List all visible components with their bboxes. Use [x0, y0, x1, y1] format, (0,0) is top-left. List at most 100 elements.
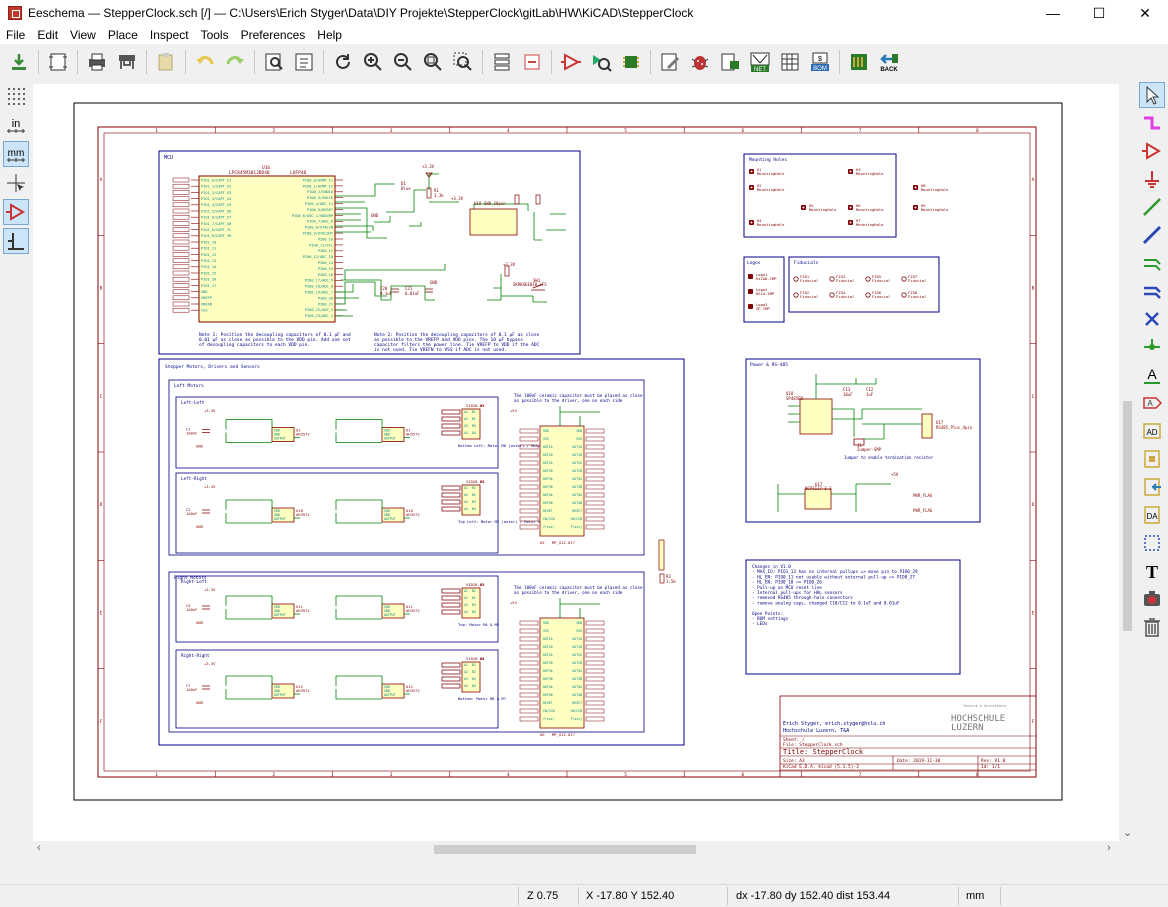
driver-pin-label: OUT1A: [543, 445, 553, 449]
horizontal-scroll-thumb[interactable]: [434, 845, 696, 854]
generate-netlist-icon[interactable]: NET: [747, 49, 773, 75]
menu-inspect[interactable]: Inspect: [149, 28, 189, 42]
find-icon[interactable]: [261, 49, 287, 75]
add-hier-sheet-icon[interactable]: [1139, 446, 1165, 472]
border-number-top: 8: [976, 128, 979, 134]
delete-icon[interactable]: [1139, 614, 1165, 640]
border-letter-right: C: [1032, 394, 1035, 400]
zoom-selection-icon[interactable]: [450, 49, 476, 75]
motor-caption: Bottom Left: Motor M0 (outer) / Motor M1…: [458, 443, 568, 448]
led-resistor-val: 3.3k: [434, 193, 444, 198]
motor-group-title: Left-Left: [181, 400, 205, 406]
find-replace-icon[interactable]: [291, 49, 317, 75]
symbol-editor-icon[interactable]: [558, 49, 584, 75]
redo-icon[interactable]: [222, 49, 248, 75]
footprint-editor-icon[interactable]: [618, 49, 644, 75]
add-symbol-icon[interactable]: [1139, 138, 1165, 164]
zoom-out-icon[interactable]: [390, 49, 416, 75]
add-hier-label-icon[interactable]: AD: [1139, 418, 1165, 444]
inch-units-button[interactable]: in: [3, 112, 29, 138]
driver-pin-label: OUT3B: [572, 485, 582, 489]
leave-sheet-icon[interactable]: [519, 49, 545, 75]
back-annotate-icon[interactable]: BACK: [876, 49, 902, 75]
select-arrow-icon[interactable]: [1139, 82, 1165, 108]
menu-preferences[interactable]: Preferences: [240, 28, 306, 42]
hidden-pins-icon[interactable]: [3, 199, 29, 225]
import-sheet-pin-icon[interactable]: [1139, 474, 1165, 500]
scroll-right-arrow-icon[interactable]: ›: [1107, 842, 1111, 854]
no-connect-icon[interactable]: [1139, 306, 1165, 332]
highlight-net-icon[interactable]: [1139, 110, 1165, 136]
open-pcbnew-icon[interactable]: [846, 49, 872, 75]
right-motors-box: [168, 571, 645, 733]
menu-file[interactable]: File: [6, 28, 26, 42]
eeschema-app-icon: [8, 6, 22, 20]
refresh-icon[interactable]: [330, 49, 356, 75]
hierarchy-navigator-icon[interactable]: [489, 49, 515, 75]
add-bus-icon[interactable]: [1139, 222, 1165, 248]
save-icon[interactable]: [6, 49, 32, 75]
generate-bom-icon[interactable]: $BOM: [807, 49, 833, 75]
add-wire-icon[interactable]: [1139, 194, 1165, 220]
symbol-browser-icon[interactable]: [588, 49, 614, 75]
motor-pin-label: B3: [472, 677, 476, 681]
border-number-top: 1: [155, 128, 158, 134]
vertical-scroll-thumb[interactable]: [1123, 401, 1132, 631]
titleblock-title: Title: StepperClock: [783, 748, 864, 756]
menu-help[interactable]: Help: [317, 28, 342, 42]
menu-view[interactable]: View: [70, 28, 96, 42]
print-icon[interactable]: [84, 49, 110, 75]
add-label-icon[interactable]: A: [1139, 362, 1165, 388]
menu-place[interactable]: Place: [107, 28, 138, 42]
page-settings-icon[interactable]: [45, 49, 71, 75]
erc-icon[interactable]: [687, 49, 713, 75]
motor-cap-val: 100nF: [186, 687, 198, 692]
motor-pin-label: A4: [464, 610, 468, 614]
bus-bus-entry-icon[interactable]: [1139, 278, 1165, 304]
fiducial-icon: [829, 276, 835, 282]
paste-icon[interactable]: [153, 49, 179, 75]
wire-bus-entry-icon[interactable]: [1139, 250, 1165, 276]
cursor-shape-icon[interactable]: [3, 170, 29, 196]
mounting-hole-val: MountingHole: [856, 171, 884, 176]
add-text-icon[interactable]: T: [1139, 558, 1165, 584]
motor-val: VID28-05: [466, 479, 484, 484]
add-image-icon[interactable]: [1139, 586, 1165, 612]
scroll-down-arrow-icon[interactable]: ⌄: [1123, 827, 1133, 839]
mcu-pin-label: PIO1_10: [201, 240, 216, 244]
add-junction-icon[interactable]: [1139, 334, 1165, 360]
free-angle-wire-icon[interactable]: [3, 228, 29, 254]
jumper-ref: J1: [857, 443, 862, 448]
undo-icon[interactable]: [192, 49, 218, 75]
field-editor-icon[interactable]: [777, 49, 803, 75]
v33-label: +3.3V: [204, 484, 216, 489]
fiducial-symbols: FID1FiducialFID2FiducialFID3FiducialFID4…: [793, 274, 926, 299]
add-graphic-lines-icon[interactable]: [1139, 530, 1165, 556]
maximize-button[interactable]: ☐: [1092, 4, 1106, 21]
close-button[interactable]: ✕: [1139, 4, 1151, 21]
vertical-scrollbar[interactable]: ⌄: [1119, 84, 1136, 841]
motor-val: VID28-05: [466, 582, 484, 587]
menu-tools[interactable]: Tools: [200, 28, 229, 42]
driver-pin-label: VDD: [576, 621, 582, 625]
zoom-fit-icon[interactable]: [420, 49, 446, 75]
zoom-in-icon[interactable]: [360, 49, 386, 75]
hall-pin-label: OUTPUT: [274, 437, 286, 441]
annotate-icon[interactable]: [657, 49, 683, 75]
minimize-button[interactable]: —: [1046, 5, 1060, 21]
assign-footprints-icon[interactable]: [717, 49, 743, 75]
menu-edit[interactable]: Edit: [37, 28, 59, 42]
v33-label-2: +3.3V: [451, 196, 464, 201]
mm-units-button[interactable]: mm: [3, 141, 29, 167]
add-power-icon[interactable]: [1139, 166, 1165, 192]
plot-icon[interactable]: [114, 49, 140, 75]
scroll-left-arrow-icon[interactable]: ‹: [37, 842, 41, 854]
motor-groups: Left-LeftC1100nFGND+3.3VVDDGNDOUTPUTU1AH…: [175, 396, 568, 729]
add-global-label-icon[interactable]: A: [1139, 390, 1165, 416]
horizontal-scrollbar[interactable]: ‹ ›: [33, 841, 1119, 858]
fiducial-val: Fiducial: [872, 278, 890, 283]
motor-pin-label: A1: [464, 663, 468, 667]
add-sheet-pin-icon[interactable]: DA: [1139, 502, 1165, 528]
grid-toggle-icon[interactable]: [3, 83, 29, 109]
